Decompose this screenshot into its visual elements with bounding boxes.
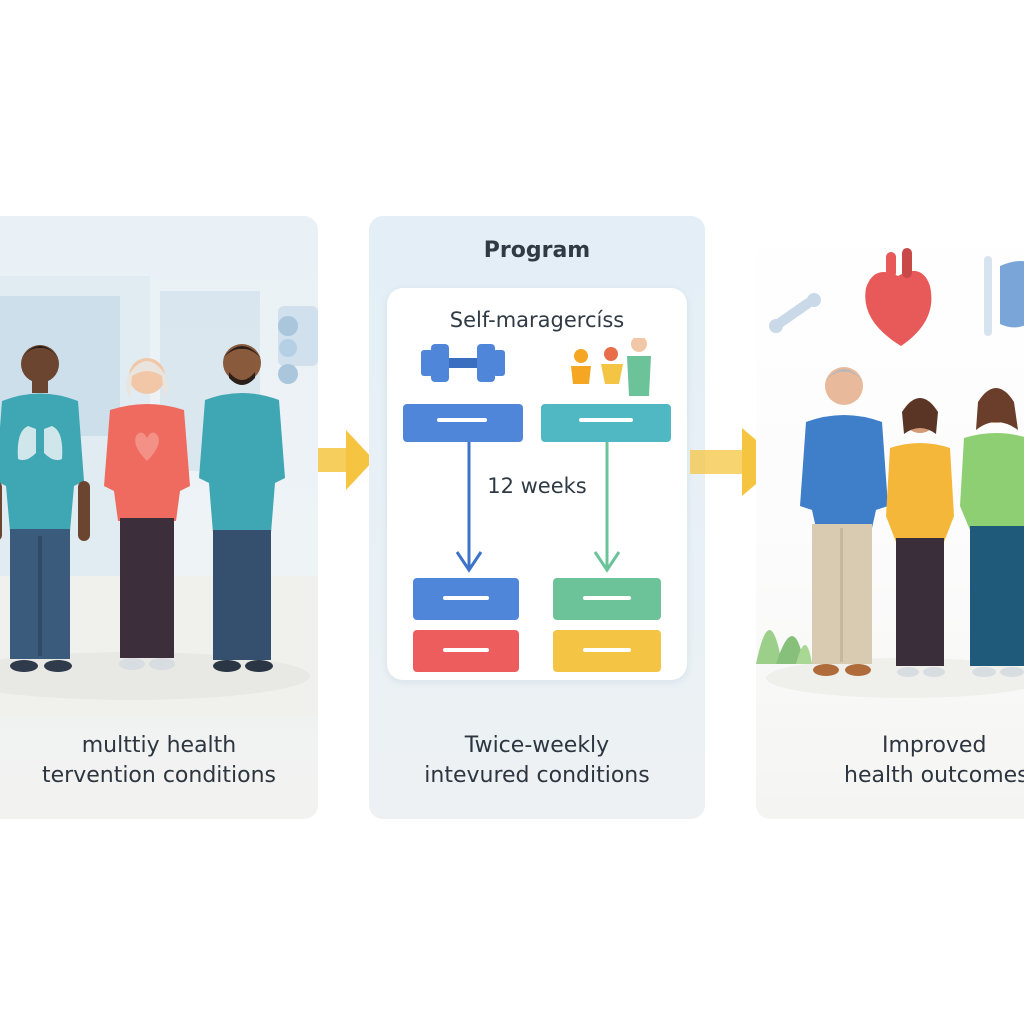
outcome-caption-line2: health outcomes <box>844 763 1024 788</box>
outcome-caption: Improved health outcomes <box>816 731 1024 791</box>
program-flow <box>403 338 671 672</box>
before-caption: multtiy health tervention conditions <box>0 731 318 791</box>
panel-program: Program Self-maragercíss <box>369 216 705 819</box>
person-heart <box>104 358 190 670</box>
program-caption-line2: intevured conditions <box>424 763 650 788</box>
before-caption-line2: tervention conditions <box>41 763 277 788</box>
outcome-caption-line1: Improved <box>882 733 987 758</box>
before-caption-line1: multtiy health <box>81 733 237 758</box>
program-caption: Twice-weekly intevured conditions <box>369 731 705 791</box>
program-caption-line1: Twice-weekly <box>464 733 610 758</box>
lungs-icon <box>17 426 63 461</box>
person-lungs <box>0 345 90 672</box>
bone-icon <box>769 293 821 333</box>
heart-icon <box>135 432 159 461</box>
person-teal-shirt <box>199 344 285 672</box>
program-duration: 12 weeks <box>487 474 587 498</box>
program-title: Program <box>483 238 591 263</box>
program-card: Self-maragercíss <box>387 288 687 680</box>
panel-outcome: Improved health outcomes <box>756 216 1024 819</box>
program-card-title: Self-maragercíss <box>449 308 625 332</box>
outcome-scene <box>756 248 1024 698</box>
dumbbell-icon <box>421 344 505 382</box>
family-icon <box>571 338 651 396</box>
flow-arrow-1 <box>318 430 374 490</box>
panel-before: multtiy health tervention conditions <box>0 216 318 819</box>
joint-icon <box>984 256 1024 336</box>
heart-organ-icon <box>865 248 932 346</box>
